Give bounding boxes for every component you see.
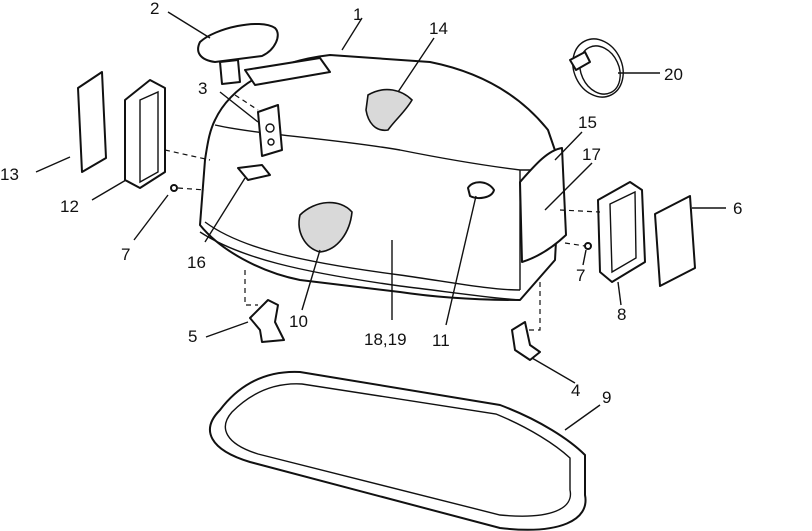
foam-pad-14 [365,88,414,132]
screw-7-left [170,184,178,192]
engine-cowl-part [199,54,561,301]
callout-20: 20 [664,65,683,84]
callout-8: 8 [617,305,626,324]
callout-7-left: 7 [121,245,130,264]
panel-13 [77,71,107,173]
panel-6 [654,195,696,287]
screw-7-right [584,242,592,250]
cap-part [197,22,279,85]
latch-part [257,104,283,157]
callout-16: 16 [187,253,206,272]
callout-9: 9 [602,388,611,407]
callout-12: 12 [60,197,79,216]
callout-17: 17 [582,145,601,164]
cable-coil-part [569,38,624,98]
callout-6: 6 [733,199,742,218]
seal-ring-part [209,370,587,531]
bracket-12 [124,79,166,189]
callout-18-19: 18,19 [364,330,407,349]
bracket-4 [511,321,541,361]
callout-5: 5 [188,327,197,346]
callout-2: 2 [150,0,159,18]
callout-4: 4 [571,381,580,400]
clip-part [237,164,271,181]
callout-10: 10 [289,312,308,331]
callout-7-right: 7 [576,266,585,285]
callout-11: 11 [432,331,450,350]
callout-14: 14 [429,19,448,38]
callout-13: 13 [0,165,19,184]
side-panel-15 [519,147,567,263]
foam-pad-10 [298,201,353,253]
bracket-5 [249,299,285,343]
callout-3: 3 [198,79,207,98]
bracket-8 [597,181,646,283]
callout-1: 1 [353,5,362,24]
grommet-part [467,181,495,199]
callout-15: 15 [578,113,597,132]
